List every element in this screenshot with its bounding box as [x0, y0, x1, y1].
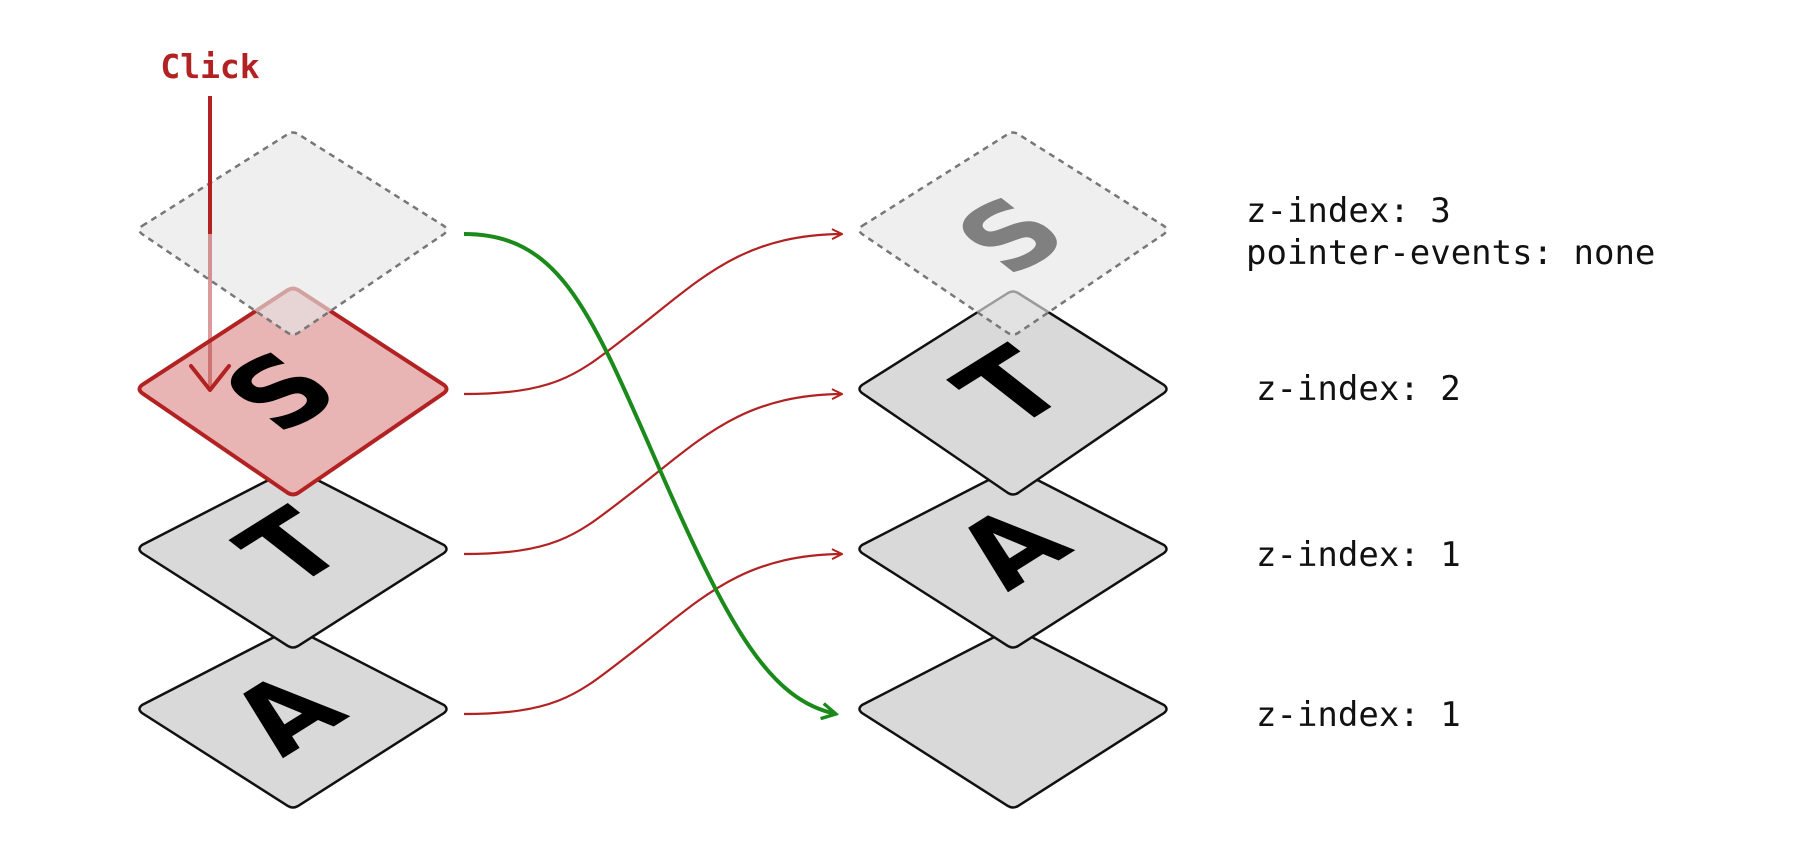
left-tile-a: A	[138, 627, 448, 809]
click-arrow	[189, 96, 231, 392]
click-label: Click	[160, 47, 259, 86]
left-tile-t: T	[138, 467, 448, 649]
right-tile-a: A	[858, 467, 1168, 649]
label-pointer-events: pointer-events: none	[1246, 233, 1655, 273]
label-z3: z-index: 3	[1246, 191, 1451, 231]
right-tile-t: T	[858, 290, 1168, 496]
right-tile-empty	[858, 627, 1168, 809]
label-z1-b: z-index: 1	[1256, 695, 1461, 735]
left-tile-s-clicked[interactable]: S	[137, 286, 449, 497]
connector-t-to-second	[463, 394, 842, 556]
connector-s-to-top	[463, 234, 842, 396]
red-connectors	[463, 234, 842, 716]
green-arrow	[463, 232, 836, 714]
left-overlay-tile	[138, 131, 448, 336]
right-tile-s-ghost: S	[858, 131, 1168, 336]
label-z1-a: z-index: 1	[1256, 535, 1461, 575]
label-z2: z-index: 2	[1256, 369, 1461, 409]
connector-a-to-third	[463, 554, 842, 716]
